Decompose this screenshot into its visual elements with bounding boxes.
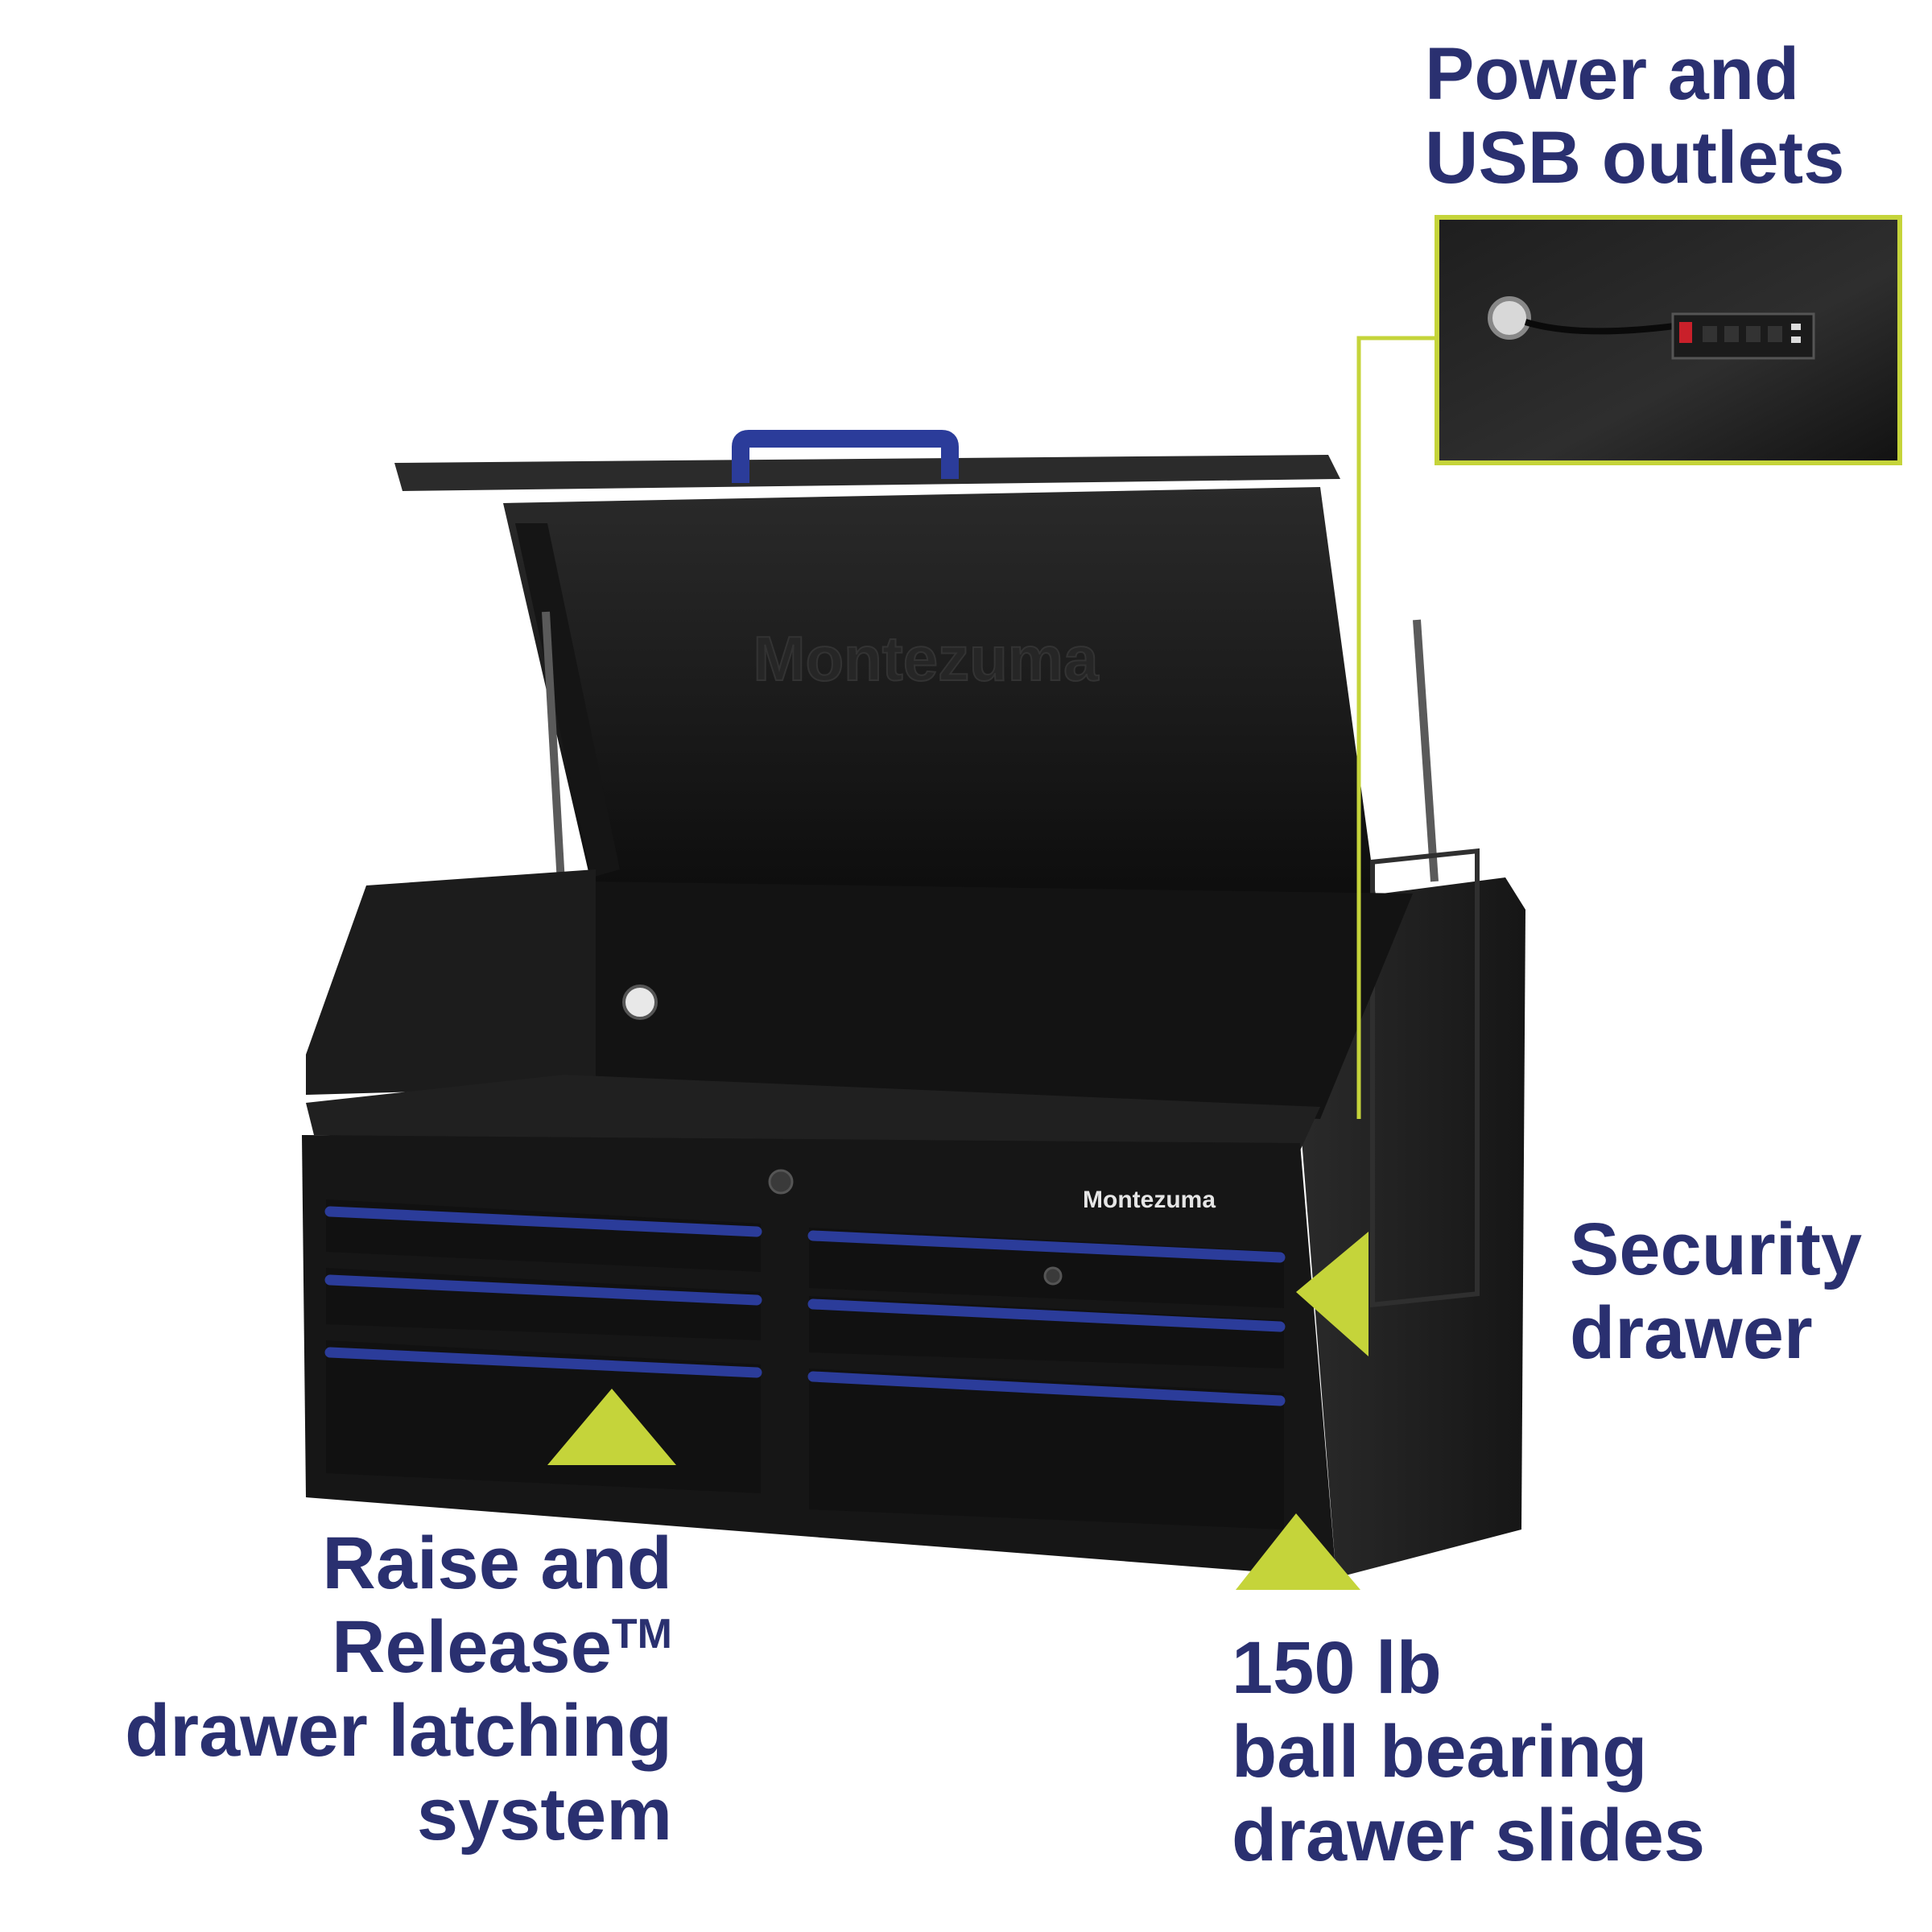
right-drawer-3[interactable] [809, 1368, 1284, 1530]
main-lock [768, 1169, 794, 1195]
raise-release-line-2: ReleaseTM [332, 1606, 672, 1688]
side-recessed-panel [1370, 848, 1480, 1308]
left-drawer-3-handle [324, 1347, 762, 1378]
security-drawer-pointer [1296, 1232, 1368, 1356]
front-brand-badge: Montezuma [1083, 1187, 1216, 1213]
outlet-4 [1768, 326, 1782, 342]
outlet-1 [1703, 326, 1717, 342]
power-usb-callout: Power and USB outlets [1425, 32, 1844, 200]
tray-left-wall [306, 869, 596, 1095]
inset-grommet [1488, 296, 1531, 340]
lid-top-edge [394, 455, 1340, 491]
left-drawer-2-handle [324, 1274, 762, 1306]
security-drawer-line-1: Security [1570, 1208, 1863, 1290]
lid-emboss-brand: Montezuma [753, 623, 1100, 694]
raise-release-pointer [547, 1389, 676, 1465]
security-drawer-lock [1043, 1266, 1063, 1286]
power-strip [1671, 312, 1815, 360]
right-gas-strut [1413, 619, 1439, 882]
cord-grommet [622, 985, 658, 1020]
power-usb-inset-frame [1435, 215, 1902, 465]
ball-bearing-pointer [1236, 1513, 1360, 1590]
left-drawer-1-handle [324, 1206, 762, 1237]
lid-left-rail [515, 523, 620, 877]
chest-right-side [1300, 877, 1525, 1578]
security-drawer-line-2: drawer [1570, 1292, 1813, 1374]
right-drawer-3-handle [807, 1371, 1286, 1406]
right-drawer-column [807, 1228, 1286, 1530]
outlet-3 [1746, 326, 1761, 342]
usb-port-1 [1791, 324, 1801, 330]
tray-back-wall [564, 881, 1413, 1119]
power-usb-line-1: Power and [1425, 33, 1800, 115]
ball-bearing-callout: 150 lb ball bearing drawer slides [1232, 1626, 1705, 1877]
trademark-mark: TM [611, 1611, 672, 1657]
right-drawer-1-handle [807, 1230, 1286, 1263]
raise-release-line-3: drawer latching [125, 1690, 672, 1772]
right-drawer-2-handle [807, 1298, 1286, 1332]
lid-handle [732, 430, 959, 483]
raise-release-line-4: system [416, 1773, 672, 1856]
ball-bearing-line-2: ball bearing [1232, 1711, 1648, 1793]
security-drawer-callout: Security drawer [1570, 1208, 1862, 1375]
power-usb-leader-line [1356, 336, 1437, 1119]
raise-release-line-1: Raise and [322, 1522, 672, 1604]
ball-bearing-line-3: drawer slides [1232, 1794, 1706, 1876]
ball-bearing-line-1: 150 lb [1232, 1627, 1442, 1709]
outlet-2 [1724, 326, 1739, 342]
power-switch [1679, 322, 1692, 343]
usb-port-2 [1791, 336, 1801, 343]
raise-release-callout: Raise and ReleaseTM drawer latching syst… [125, 1521, 672, 1856]
power-usb-line-2: USB outlets [1425, 117, 1845, 199]
lid-underside [503, 487, 1377, 902]
inset-cord [1524, 319, 1675, 335]
